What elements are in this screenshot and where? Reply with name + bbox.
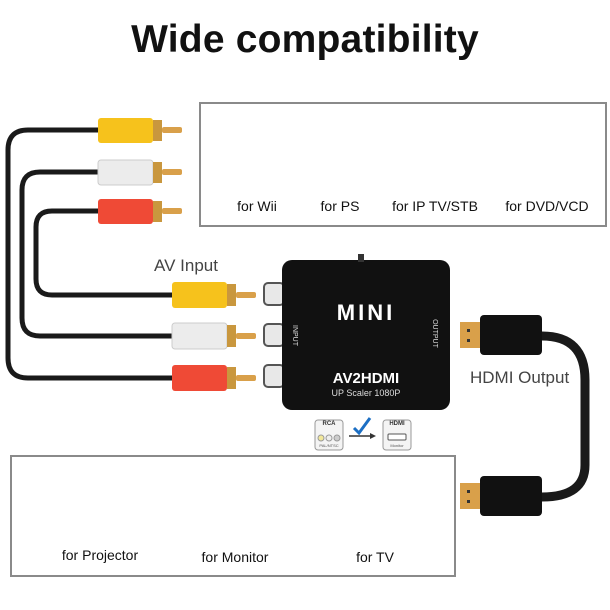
hdmi-plug-bottom [460, 476, 542, 516]
device-label-ps: for PS [320, 198, 360, 214]
converter-box [282, 260, 450, 410]
hdmi-cable [541, 331, 590, 502]
signal-source-title: RCA [322, 421, 336, 427]
converter-rca-jacks [263, 282, 285, 388]
rca-plug-yellow-top [98, 118, 182, 143]
rca-plug-red-top [98, 199, 182, 224]
source-devices-panel [199, 102, 607, 227]
rca-cables [5, 127, 172, 381]
converter-model: AV2HDMI [332, 370, 400, 387]
device-label-tv: for TV [356, 549, 394, 565]
rca-plug-white-bottom [171, 322, 256, 350]
hdmi-plug-top [460, 315, 542, 355]
converter-brand: MINI [336, 300, 396, 325]
hdmi-output-callout: HDMI Output [470, 368, 570, 387]
signal-source-sub: PAL/NTSC [319, 443, 339, 448]
device-label-projector: for Projector [61, 547, 139, 563]
rca-plugs-top [97, 118, 182, 224]
av-input-callout: AV Input [154, 256, 218, 275]
display-devices-panel [10, 455, 456, 577]
rca-plug-yellow-bottom [172, 282, 256, 308]
device-label-monitor: for Monitor [201, 549, 269, 565]
converter-subtitle: UP Scaler 1080P [331, 388, 401, 398]
device-label-iptv: for IP TV/STB [392, 198, 478, 214]
signal-target-title: HDMI [389, 421, 405, 427]
rca-cable-middle [19, 169, 172, 339]
signal-diagram [314, 417, 412, 451]
rca-plugs-bottom [171, 282, 256, 391]
device-label-dvd: for DVD/VCD [505, 198, 589, 214]
converter-input-label: INPUT [291, 325, 298, 346]
device-label-wii: for Wii [237, 198, 277, 214]
converter-output-label: OUTPUT [430, 319, 438, 348]
rca-cable-outer [5, 127, 172, 381]
rca-plug-red-bottom [172, 365, 256, 391]
signal-target-sub: Monitor [390, 443, 404, 448]
rca-plug-white-top [97, 159, 182, 186]
rca-cable-inner [33, 208, 172, 298]
page-title: Wide compatibility [131, 18, 479, 61]
